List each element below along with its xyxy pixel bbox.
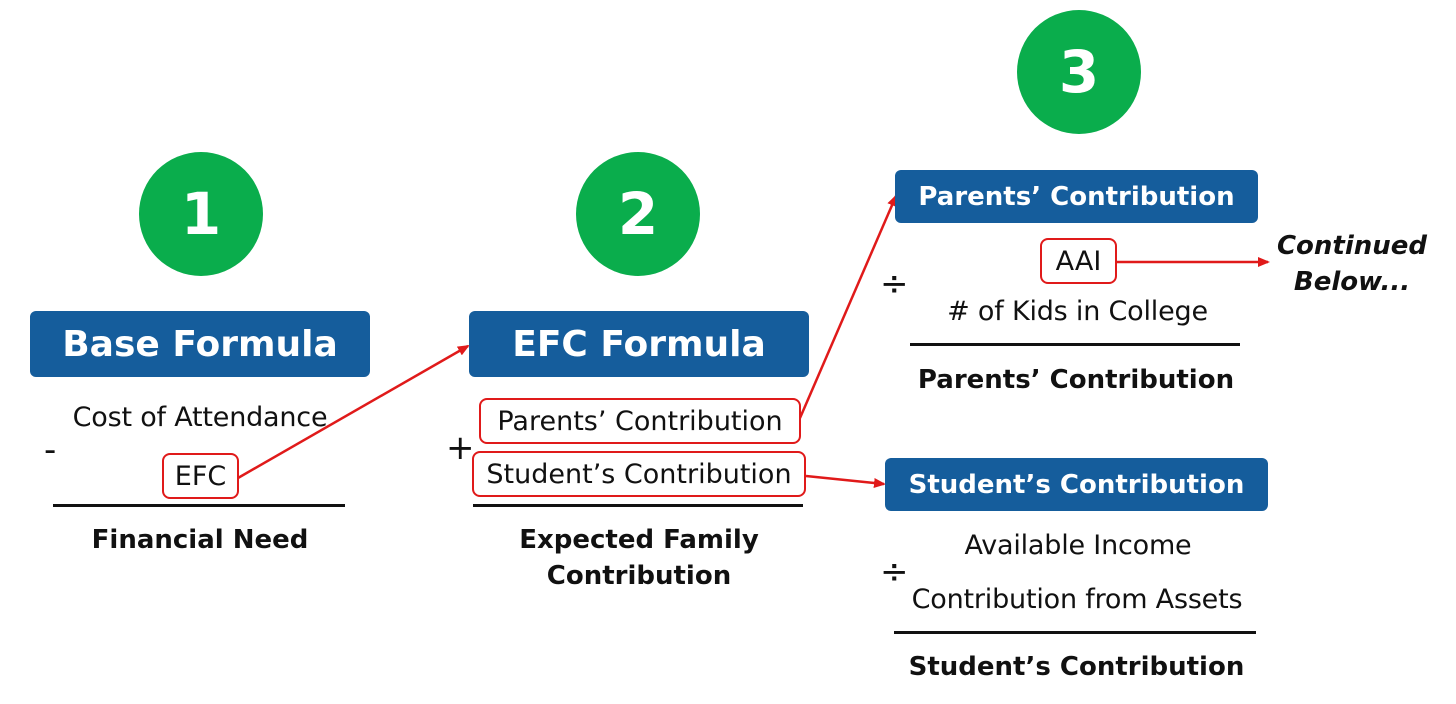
step-1-badge: 1 [139,152,263,276]
efc-result-line-1: Expected Family [519,525,759,555]
arrow-student-to-student-box [805,474,886,488]
students-contribution-header: Student’s Contribution [885,458,1268,511]
parents-contribution-divider [910,343,1240,346]
available-income-line: Available Income [964,530,1192,561]
efc-formula-divider [473,504,803,507]
continued-note-line-1: Continued [1276,231,1428,261]
students-contribution-result: Student’s Contribution [908,652,1245,682]
step-2-number: 2 [617,180,659,248]
aai-term-box: AAI [1040,238,1117,284]
base-formula-divider [53,504,345,507]
efc-result-line-2: Contribution [546,561,732,591]
base-formula-line-1: Cost of Attendance [72,402,328,433]
plus-operator: + [446,428,475,468]
parents-contribution-result: Parents’ Contribution [917,365,1235,395]
kids-in-college-line: # of Kids in College [947,296,1208,327]
divide-operator-student: ÷ [880,552,909,592]
parents-contribution-term-box: Parents’ Contribution [479,398,801,444]
continued-note-line-2: Below... [1293,267,1411,297]
efc-term-box: EFC [162,453,239,499]
minus-operator: - [44,430,57,470]
arrow-parents-to-parents-box [798,194,898,419]
step-1-number: 1 [180,180,222,248]
financial-need-result: Financial Need [91,525,309,555]
contribution-from-assets-line: Contribution from Assets [911,584,1243,615]
divide-operator-parents: ÷ [880,264,909,304]
step-3-number: 3 [1058,38,1100,106]
base-formula-header: Base Formula [30,311,370,377]
step-2-badge: 2 [576,152,700,276]
efc-formula-header: EFC Formula [469,311,809,377]
students-contribution-term-box: Student’s Contribution [472,451,806,497]
students-contribution-divider [894,631,1256,634]
step-3-badge: 3 [1017,10,1141,134]
continued-below-note: Continued Below... [1272,228,1432,300]
arrow-efc-to-efc-formula [237,344,470,480]
parents-contribution-header: Parents’ Contribution [895,170,1258,223]
